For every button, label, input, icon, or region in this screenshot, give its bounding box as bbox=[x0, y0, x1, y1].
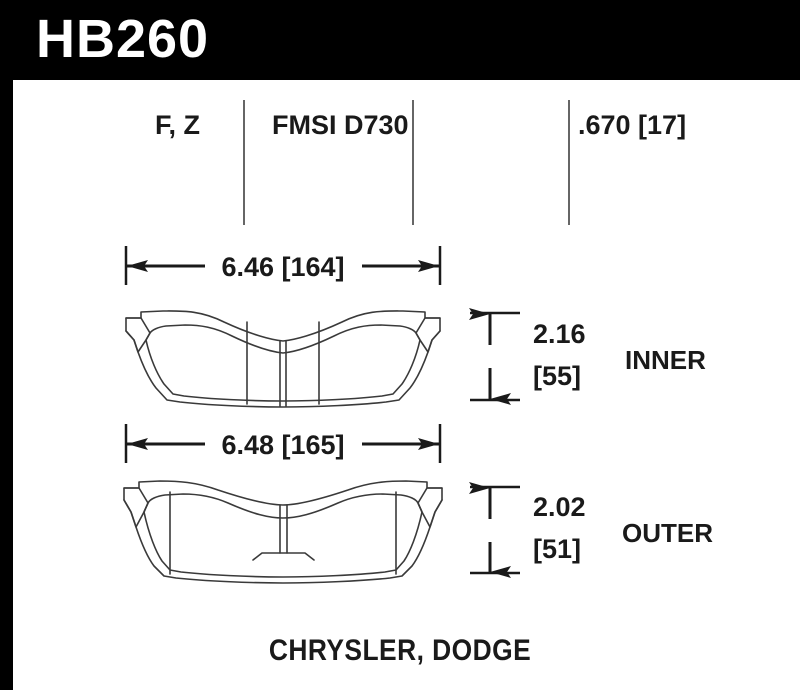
spec-separator-1 bbox=[243, 100, 245, 225]
inner-height-mm: [55] bbox=[533, 361, 581, 391]
inner-height-dimension: 2.16 [55] bbox=[469, 308, 586, 405]
inner-side-label: INNER bbox=[625, 345, 706, 375]
fmsi-number: FMSI D730 bbox=[272, 110, 409, 140]
outer-height-inches: 2.02 bbox=[533, 492, 586, 522]
outer-side-label: OUTER bbox=[622, 518, 713, 548]
inner-width-label: 6.46 [164] bbox=[221, 252, 344, 282]
spec-separator-3 bbox=[568, 100, 570, 225]
outer-width-label: 6.48 [165] bbox=[221, 430, 344, 460]
left-frame-bar bbox=[0, 0, 13, 690]
inner-pad-shape bbox=[125, 310, 441, 408]
outer-width-dimension: 6.48 [165] bbox=[124, 424, 442, 463]
outer-height-mm: [51] bbox=[533, 534, 581, 564]
thickness-value: .670 [17] bbox=[578, 110, 687, 140]
header-bar bbox=[0, 0, 800, 80]
vehicle-application-caption: CHRYSLER, DODGE bbox=[268, 634, 532, 667]
outer-height-dimension: 2.02 [51] bbox=[469, 482, 586, 578]
outer-pad-shape bbox=[123, 480, 443, 584]
inner-width-dimension: 6.46 [164] bbox=[124, 246, 442, 285]
compound-code: F, Z bbox=[155, 110, 200, 140]
inner-height-inches: 2.16 bbox=[533, 319, 586, 349]
spec-separator-2 bbox=[412, 100, 414, 225]
part-number-title: HB260 bbox=[36, 9, 210, 69]
